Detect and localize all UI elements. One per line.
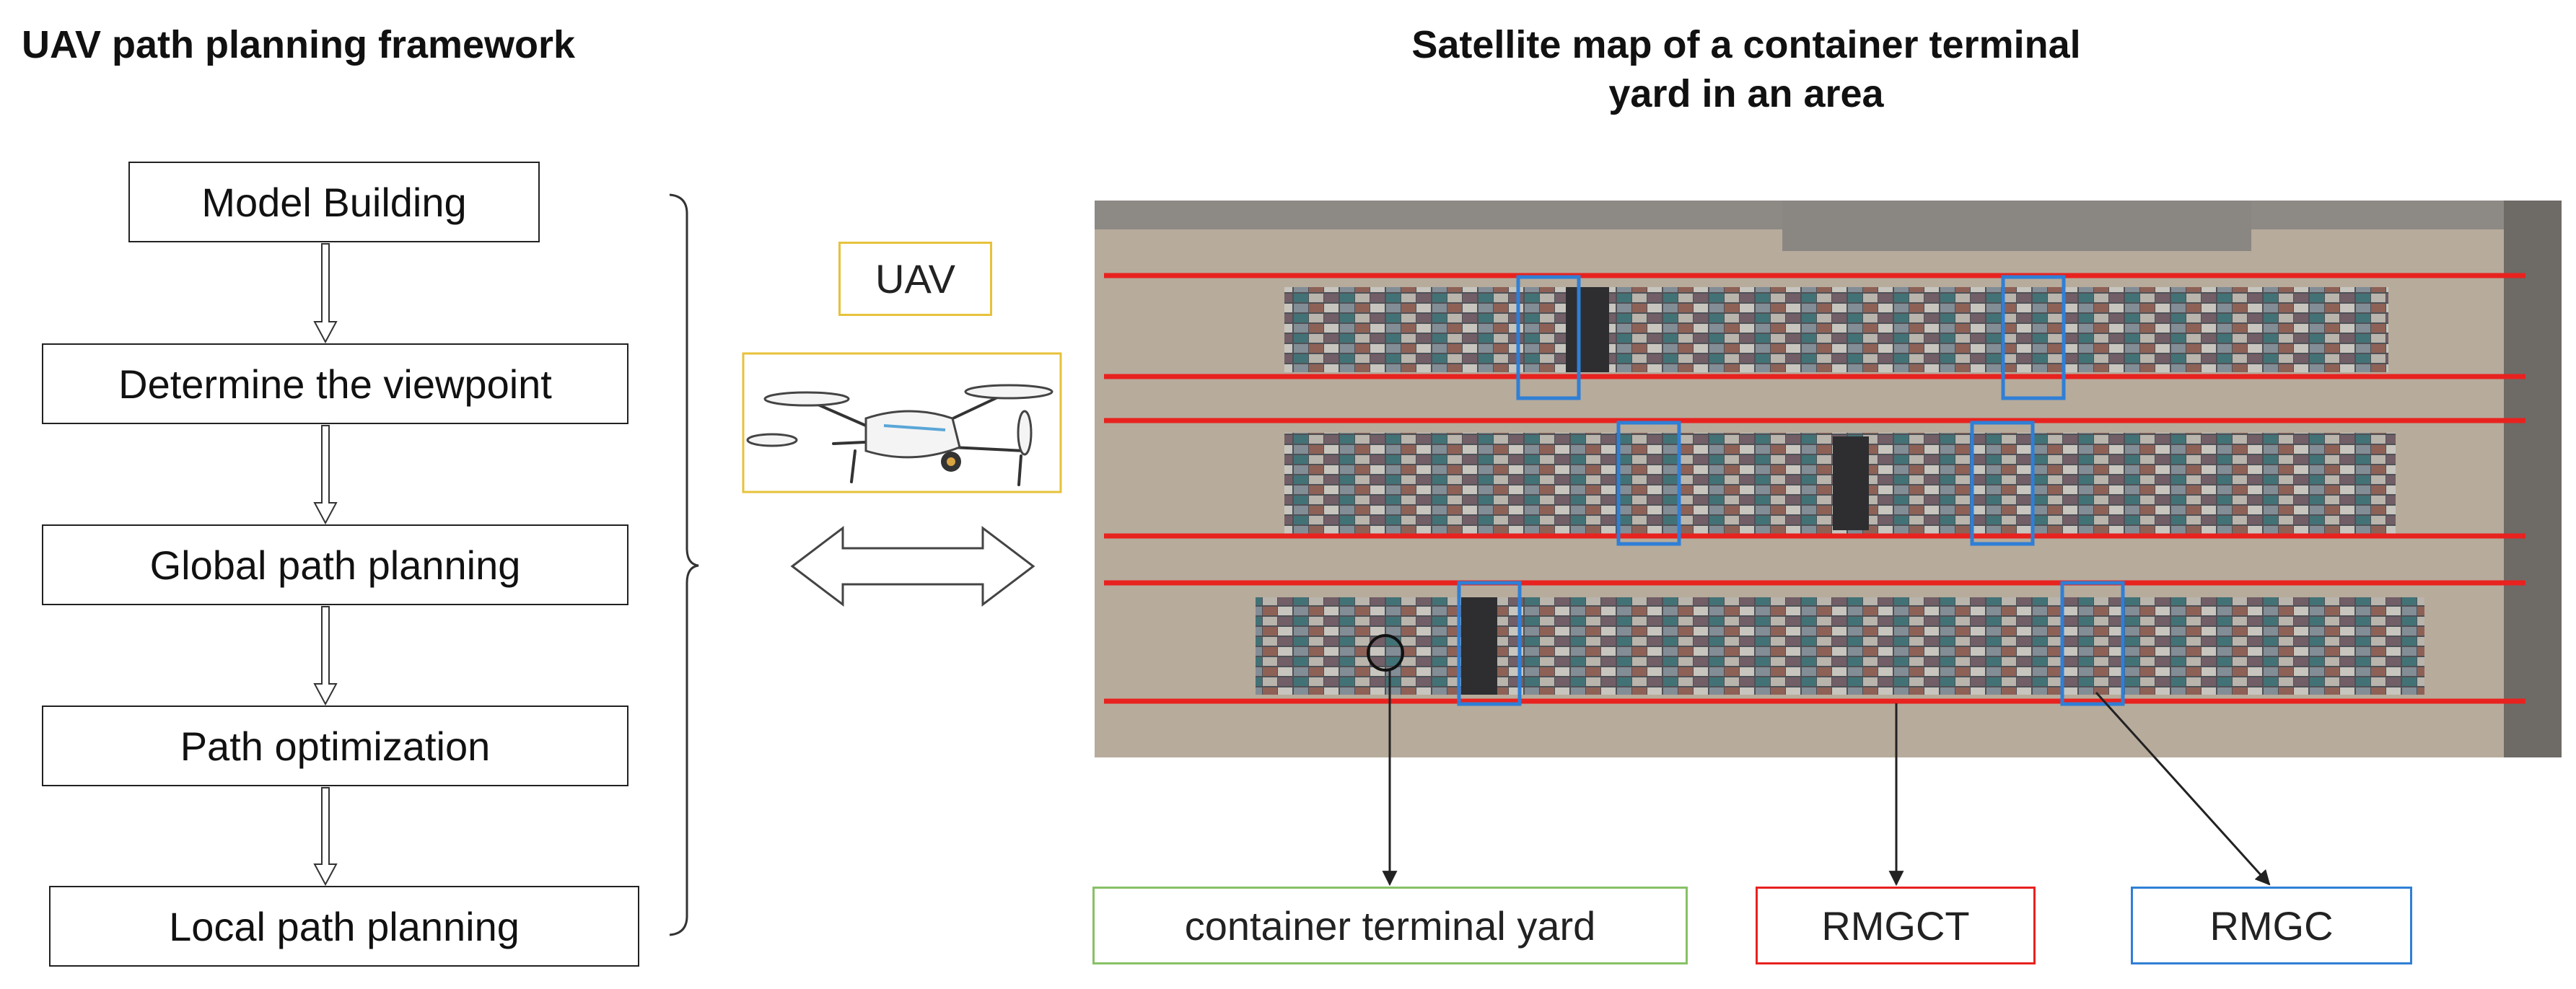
- step-path-optimization: Path optimization: [42, 706, 628, 786]
- map-title-line1: Satellite map of a container terminal: [1411, 23, 2081, 66]
- step-model-building: Model Building: [128, 162, 540, 242]
- flow-arrow-1: [313, 243, 338, 344]
- legend-container-terminal-yard: container terminal yard: [1092, 887, 1688, 964]
- flow-arrow-2: [313, 425, 338, 525]
- double-arrow: [790, 525, 1035, 607]
- step-local-path-planning: Local path planning: [49, 886, 639, 967]
- step-global-path-planning: Global path planning: [42, 524, 628, 605]
- framework-bracket: [669, 193, 699, 936]
- uav-label: UAV: [838, 242, 992, 316]
- pointer-rmgc: [2095, 691, 2271, 886]
- legend-rmgc: RMGC: [2131, 887, 2412, 964]
- flow-arrows: [313, 243, 338, 887]
- flow-arrow-4: [313, 787, 338, 887]
- satellite-map: [1095, 201, 2562, 757]
- map-title: Satellite map of a container terminal ya…: [1385, 20, 2107, 118]
- map-title-line2: yard in an area: [1608, 72, 1884, 115]
- drone-image: [742, 352, 1062, 493]
- flow-arrow-3: [313, 606, 338, 706]
- framework-title: UAV path planning framework: [22, 23, 576, 66]
- legend-rmgct: RMGCT: [1756, 887, 2036, 964]
- step-determine-viewpoint: Determine the viewpoint: [42, 343, 628, 424]
